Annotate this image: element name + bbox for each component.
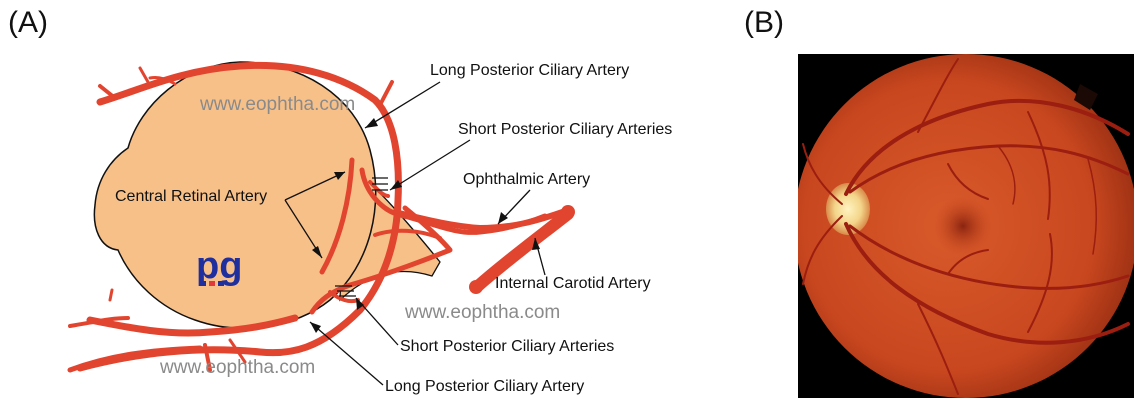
watermark-top: www.eophtha.com xyxy=(199,94,355,115)
label-long-posterior-ciliary-top: Long Posterior Ciliary Artery xyxy=(430,62,629,79)
label-internal-carotid-artery: Internal Carotid Artery xyxy=(495,275,651,292)
label-long-posterior-ciliary-bottom: Long Posterior Ciliary Artery xyxy=(385,378,584,395)
label-short-posterior-ciliary-bottom: Short Posterior Ciliary Arteries xyxy=(400,338,614,355)
label-short-posterior-ciliary-top: Short Posterior Ciliary Arteries xyxy=(458,121,672,138)
svg-text:pg: pg xyxy=(196,245,242,287)
watermark-bottom: www.eophtha.com xyxy=(159,357,315,378)
fundus-photo xyxy=(798,54,1134,398)
pg-logo: pg xyxy=(196,245,242,287)
eye-artery-diagram: pg www.eophtha.com www.eophtha.com www.e… xyxy=(0,0,740,401)
macula xyxy=(933,196,993,256)
watermark-middle: www.eophtha.com xyxy=(404,302,560,323)
panel-b-label: (B) xyxy=(744,6,784,40)
label-central-retinal-artery: Central Retinal Artery xyxy=(115,188,267,205)
ophthalmic-artery xyxy=(395,210,568,228)
label-ophthalmic-artery: Ophthalmic Artery xyxy=(463,171,590,188)
